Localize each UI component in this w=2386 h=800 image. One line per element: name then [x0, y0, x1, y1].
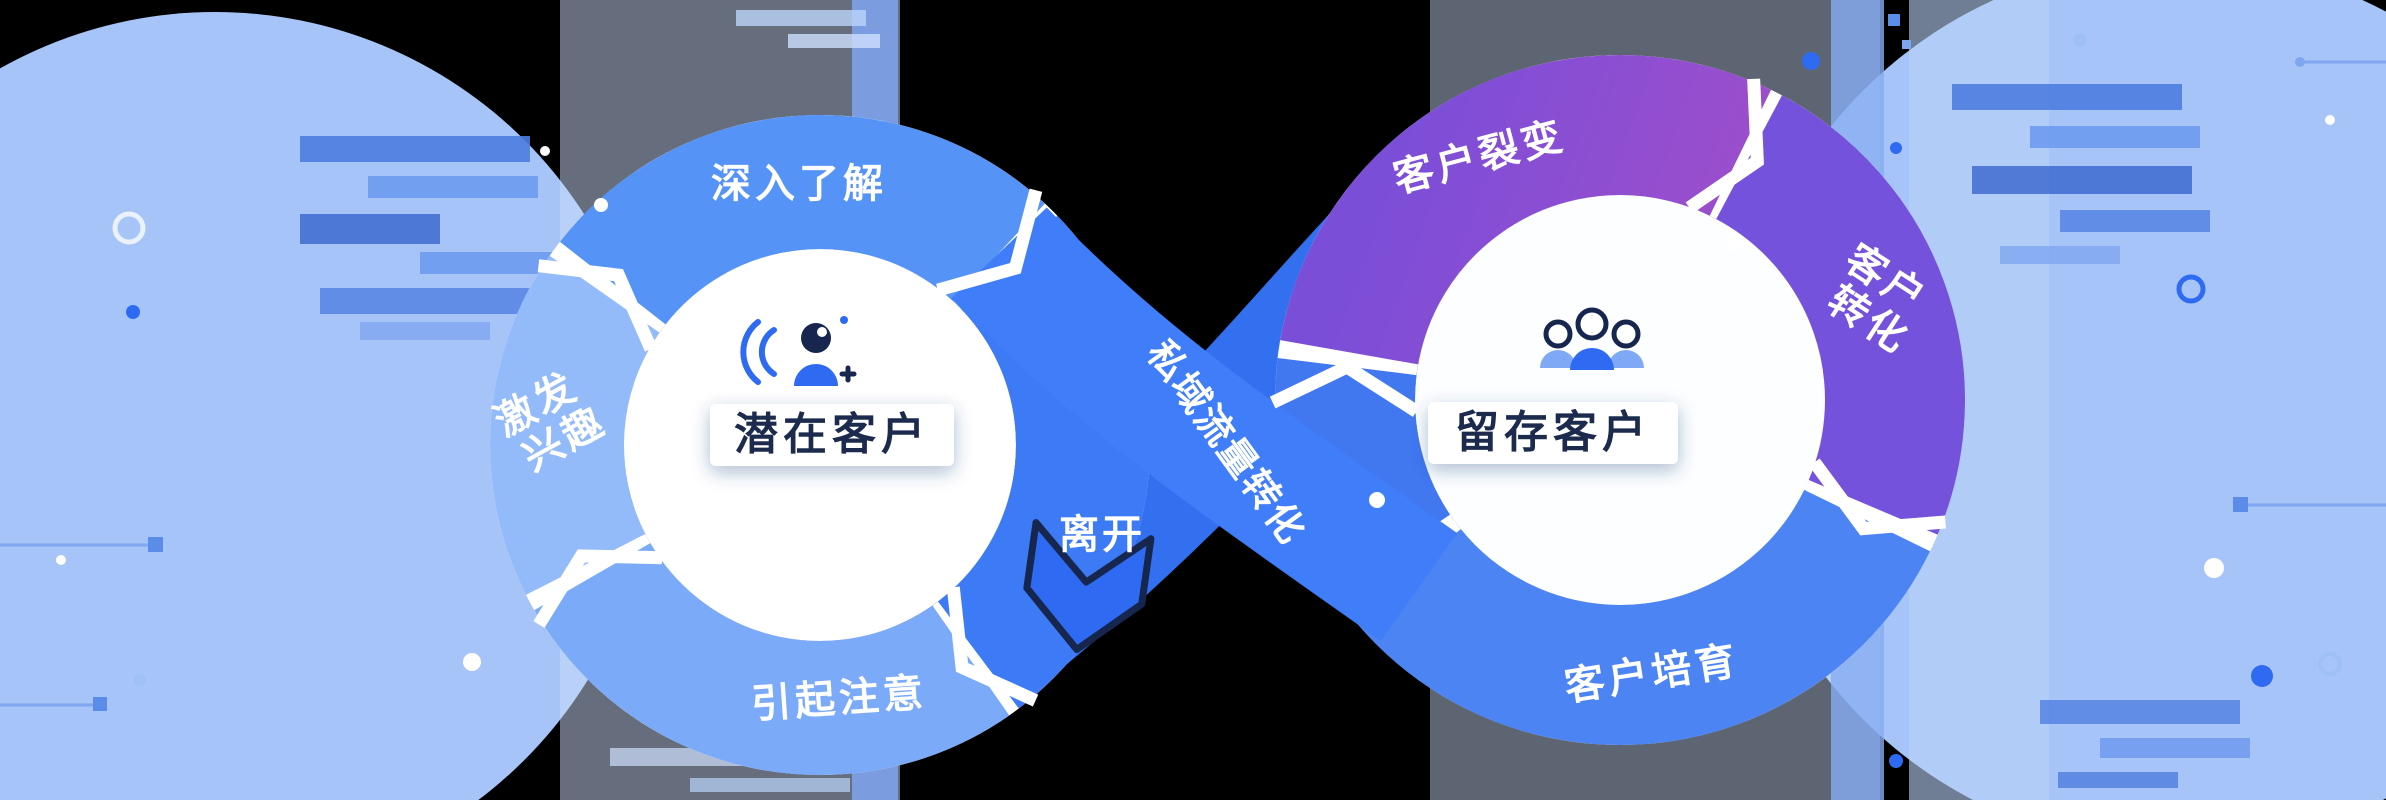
exit-arrow: [1023, 519, 1155, 653]
segment-attract-attention: [490, 115, 1150, 775]
forward-band: [951, 207, 1458, 641]
segment-deep-understanding: [489, 115, 1150, 776]
prospect-customer-icon: [740, 316, 857, 386]
segment-customer-nurturing: [1275, 54, 1965, 745]
label-exit: 离开: [1059, 513, 1145, 557]
right-loop-title: 留存客户: [1455, 408, 1651, 457]
decor-big-circle-left: [0, 12, 653, 800]
ring-dots: [463, 146, 1744, 671]
left-loop-title-box: 潜在客户: [710, 404, 954, 466]
circuit-lines: [0, 57, 2386, 711]
user-group-icon: [1540, 307, 1644, 370]
left-loop-title: 潜在客户: [734, 410, 930, 459]
segment-spark-interest: [490, 115, 1150, 775]
segment-chevrons: [533, 78, 1946, 707]
glitch-cluster-right-bottom: [2040, 700, 2250, 788]
right-loop-title-box: 留存客户: [1428, 402, 1678, 464]
glitch-cluster-right-top: [1952, 84, 2210, 264]
right-loop-hole: [1415, 195, 1825, 605]
segment-customer-conversion: [1275, 54, 1965, 745]
label-deep-understanding: 深入了解: [711, 162, 887, 206]
